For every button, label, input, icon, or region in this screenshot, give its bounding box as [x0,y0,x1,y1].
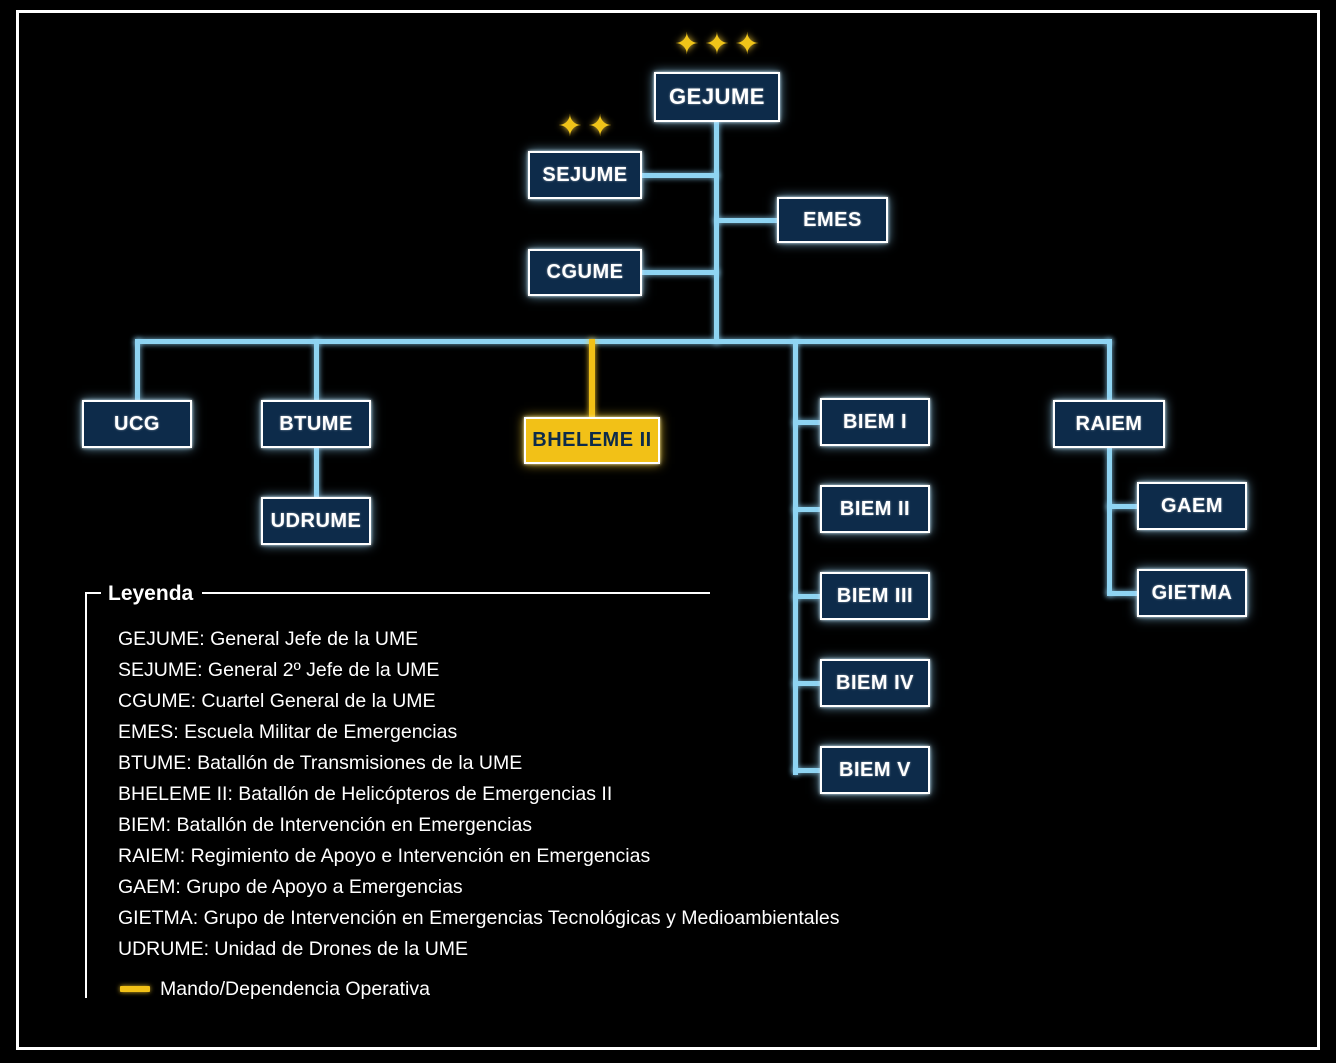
star-icon: ✦ [557,110,583,143]
node-btume: BTUME [261,400,371,448]
node-udrume: UDRUME [261,497,371,545]
star-icon: ✦ [674,28,700,61]
node-biem-v: BIEM V [820,746,930,794]
connector-emes [714,218,777,223]
node-gejume: GEJUME [654,72,780,122]
connector-sejume [642,173,719,178]
node-biem-ii: BIEM II [820,485,930,533]
node-ucg: UCG [82,400,192,448]
node-cgume: CGUME [528,249,642,296]
connector-gaem-stub [1107,504,1137,509]
node-biem-i: BIEM I [820,398,930,446]
legend-bracket-dash [85,592,101,594]
legend-item: EMES: Escuela Militar de Emergencias [118,721,458,743]
legend-bracket-vertical [85,592,87,998]
legend-item: CGUME: Cuartel General de la UME [118,690,436,712]
connector-biem2-stub [793,507,820,512]
node-biem-iv: BIEM IV [820,659,930,707]
connector-main-horizontal [135,339,1112,344]
star-icon: ✦ [587,110,613,143]
connector-biem-vertical [793,339,798,775]
star-icon: ✦ [704,28,730,61]
connector-cgume [642,270,719,275]
connector-gejume-trunk [714,120,719,344]
legend-item: GAEM: Grupo de Apoyo a Emergencias [118,876,463,898]
node-biem-iii: BIEM III [820,572,930,620]
connector-ucg-drop [135,339,140,400]
legend-item: GEJUME: General Jefe de la UME [118,628,419,650]
connector-raiem-drop [1107,339,1112,400]
legend-item: BIEM: Batallón de Intervención en Emerge… [118,814,533,836]
node-bheleme-ii: BHELEME II [524,417,660,464]
connector-biem3-stub [793,594,820,599]
legend-item: BTUME: Batallón de Transmisiones de la U… [118,752,523,774]
connector-biem1-stub [793,420,820,425]
legend-operational-swatch [120,986,150,992]
sejume-stars: ✦ ✦ [528,112,642,142]
legend-item: SEJUME: General 2º Jefe de la UME [118,659,440,681]
gejume-stars: ✦ ✦ ✦ [654,30,780,60]
node-raiem: RAIEM [1053,400,1165,448]
node-gaem: GAEM [1137,482,1247,530]
legend-item: GIETMA: Grupo de Intervención en Emergen… [118,907,840,929]
connector-gietma-stub [1107,591,1137,596]
node-gietma: GIETMA [1137,569,1247,617]
node-sejume: SEJUME [528,151,642,199]
legend-title: Leyenda [108,582,194,605]
connector-biem4-stub [793,681,820,686]
legend-operational-label: Mando/Dependencia Operativa [160,978,430,1000]
legend-item: RAIEM: Regimiento de Apoyo e Intervenció… [118,845,651,867]
diagram-border-frame [16,10,1320,1050]
star-icon: ✦ [734,28,760,61]
legend-item: UDRUME: Unidad de Drones de la UME [118,938,469,960]
connector-biem5-stub [793,768,820,773]
connector-btume-udrume [314,448,319,497]
connector-raiem-vertical [1107,448,1112,596]
connector-bheleme-operational [589,339,595,417]
legend-title-rule [202,592,710,594]
legend-item: BHELEME II: Batallón de Helicópteros de … [118,783,613,805]
node-emes: EMES [777,197,888,243]
connector-btume-drop [314,339,319,400]
